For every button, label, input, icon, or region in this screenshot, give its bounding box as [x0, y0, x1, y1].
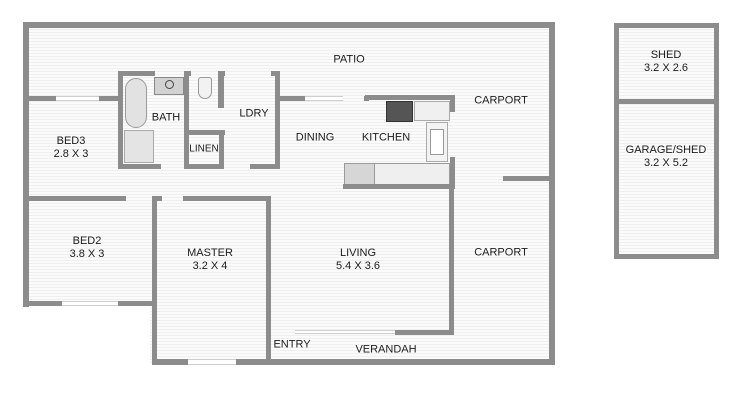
bed2-top-wall	[23, 196, 126, 201]
bath-top-wall	[118, 71, 155, 76]
room-label-verandah: VERANDAH	[355, 343, 417, 356]
kitchen-sink	[430, 129, 444, 155]
ldry-right-wall	[275, 71, 280, 169]
room-label-carport-top: CARPORT	[474, 94, 528, 107]
wc-right-wall	[218, 71, 224, 108]
master-top-wall-right	[183, 196, 271, 201]
kitchen-right-wall-upper	[450, 95, 455, 112]
bed3-top-wall-right	[99, 96, 119, 101]
kitchen-right-wall-lower	[450, 157, 455, 187]
shed-outer-right	[714, 23, 719, 259]
dining-top-wall	[275, 96, 305, 101]
toilet	[198, 77, 212, 99]
fridge-space	[344, 163, 375, 185]
room-label-entry: ENTRY	[273, 338, 311, 351]
outside-area	[20, 305, 150, 375]
living-bottom-wall	[395, 330, 454, 335]
room-label-bath: BATH	[151, 111, 181, 124]
shed-outer-top	[614, 23, 719, 28]
sink-basin-icon	[165, 80, 174, 89]
bed3-top-wall-left	[23, 96, 56, 101]
outer-wall-left	[23, 22, 29, 307]
wc-top-wall-right	[218, 71, 225, 76]
linen-top-wall	[184, 130, 225, 135]
living-right-wall	[449, 184, 454, 335]
master-window	[188, 359, 236, 365]
ldry-bottom-wall	[250, 164, 280, 169]
room-label-carport-bottom: CARPORT	[474, 246, 528, 259]
master-right-wall	[266, 196, 271, 364]
room-label-ldry: LDRY	[239, 107, 269, 120]
bath-right-wall	[184, 71, 189, 169]
bed2-window	[62, 301, 118, 306]
room-label-kitchen: KITCHEN	[361, 131, 411, 144]
shed-divider-wall	[614, 99, 719, 104]
outer-wall-right	[549, 22, 555, 365]
kitchen-bench-top	[414, 101, 450, 121]
stove-cooktop	[386, 101, 413, 122]
outer-wall-top	[23, 22, 555, 28]
shed-outer-left	[614, 23, 619, 259]
outbuilding-floor	[614, 24, 718, 258]
wc-top-wall	[184, 71, 191, 76]
room-label-dining: DINING	[295, 131, 335, 144]
kitchen-bottom-wall	[343, 184, 455, 189]
outer-wall-bottom	[152, 359, 555, 365]
carport-divider-wall	[503, 176, 555, 181]
ldry-top-wall-right	[271, 71, 279, 76]
bed3-window	[56, 96, 99, 101]
room-label-linen: LINEN	[189, 143, 219, 155]
dining-window	[305, 96, 343, 101]
bath-left-wall	[118, 71, 123, 169]
living-front-window	[295, 330, 395, 334]
linen-bottom-wall	[184, 164, 224, 169]
linen-right-wall	[219, 130, 224, 169]
shed-outer-bottom	[614, 254, 719, 259]
bathtub	[125, 78, 147, 128]
shower	[124, 130, 154, 163]
room-label-patio: PATIO	[333, 53, 365, 66]
master-top-wall-left	[152, 196, 162, 201]
kitchen-top-wall	[365, 95, 455, 100]
bath-bottom-wall	[118, 164, 161, 169]
bed2-master-outer-left	[152, 196, 157, 364]
